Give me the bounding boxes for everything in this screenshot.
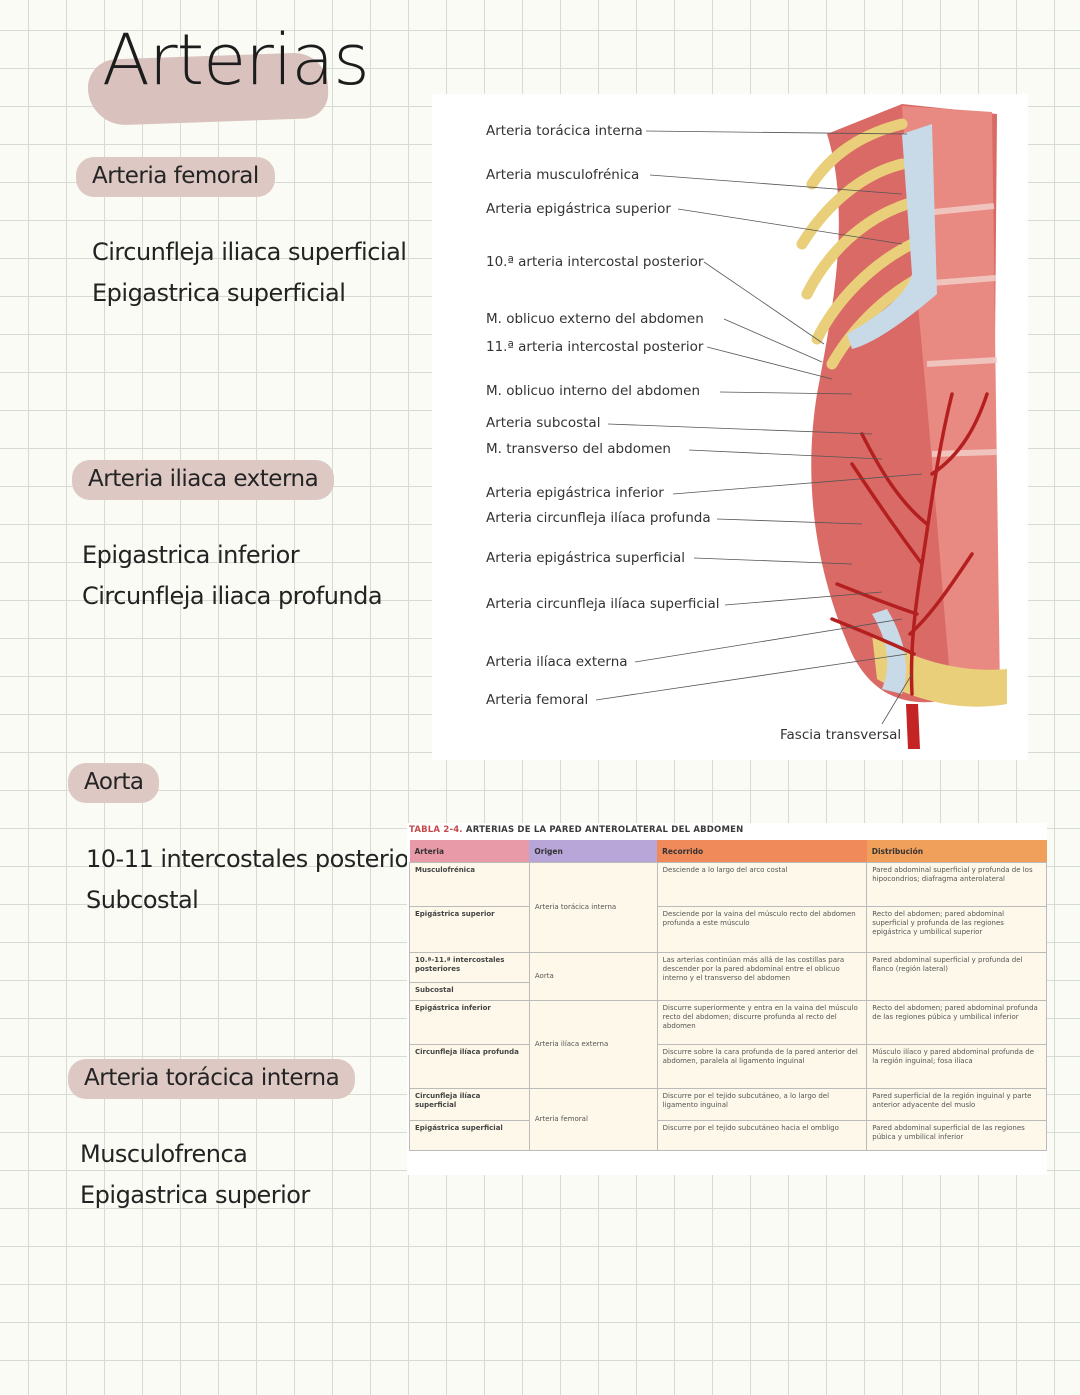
table-row: Circunfleja ilíaca profunda Discurre sob… — [409, 1044, 1047, 1089]
figure-label: Arteria torácica interna — [486, 123, 643, 139]
section-items-toracica-interna: Musculofrenca Epigastrica superior — [80, 1134, 310, 1216]
table-header-row: Arteria Origen Recorrido Distribución — [409, 840, 1047, 863]
table-row: 10.ª-11.ª intercostales posteriores Aort… — [409, 952, 1047, 1001]
figure-label: Arteria femoral — [486, 692, 589, 708]
table-cell: Pared abdominal superficial de las regio… — [866, 1120, 1047, 1151]
section-heading-toracica-interna: Arteria torácica interna — [68, 1059, 356, 1099]
table-number: TABLA 2-4. — [409, 825, 463, 835]
note-line: 10-11 intercostales posteriores — [86, 845, 444, 873]
table-row: Musculofrénica Arteria torácica interna … — [409, 862, 1047, 953]
table-row: Subcostal — [409, 982, 1047, 1001]
table-header: Distribución — [866, 840, 1047, 863]
table-row: Epigástrica inferior Arteria ilíaca exte… — [409, 1000, 1047, 1089]
table-title-text: ARTERIAS DE LA PARED ANTEROLATERAL DEL A… — [465, 825, 744, 835]
table-cell: Pared superficial de la región inguinal … — [866, 1088, 1047, 1121]
figure-label: Arteria epigástrica superior — [486, 201, 671, 217]
table-cell: Desciende por la vaina del músculo recto… — [656, 906, 868, 953]
table-row: Epigástrica superficial Discurre por el … — [409, 1120, 1047, 1151]
section-items-aorta: 10-11 intercostales posteriores Subcosta… — [86, 839, 444, 921]
note-line: Epigastrica inferior — [82, 541, 300, 569]
table-cell: Pared abdominal superficial y profunda d… — [866, 862, 1047, 907]
table-cell: Epigástrica superior — [409, 906, 530, 953]
arteries-table-image: TABLA 2-4. ARTERIAS DE LA PARED ANTEROLA… — [407, 823, 1047, 1175]
figure-label: M. oblicuo interno del abdomen — [486, 383, 701, 399]
table-cell: Pared abdominal superficial y profunda d… — [866, 952, 1047, 1001]
arteries-table: Arteria Origen Recorrido Distribución Mu… — [409, 840, 1047, 1151]
table-cell: Circunfleja ilíaca superficial — [409, 1088, 530, 1121]
table-cell: Las arterias continúan más allá de las c… — [656, 952, 868, 1001]
note-line: Circunfleja iliaca profunda — [82, 582, 383, 610]
figure-label: Arteria circunfleja ilíaca profunda — [486, 510, 711, 526]
figure-label: 11.ª arteria intercostal posterior — [486, 339, 704, 355]
table-cell: Músculo ilíaco y pared abdominal profund… — [866, 1044, 1047, 1089]
section-heading-aorta: Aorta — [68, 763, 160, 803]
section-heading-iliaca-externa: Arteria iliaca externa — [72, 460, 335, 500]
figure-label: M. transverso del abdomen — [486, 441, 671, 457]
page-title: Arterias — [102, 19, 370, 101]
figure-label: Arteria musculofrénica — [486, 167, 640, 183]
table-cell: Recto del abdomen; pared abdominal profu… — [866, 1000, 1047, 1045]
table-header: Arteria — [409, 840, 530, 863]
table-cell: Discurre por el tejido subcutáneo, a lo … — [656, 1088, 868, 1121]
title-block: Arterias — [86, 18, 370, 127]
table-cell: Desciende a lo largo del arco costal — [656, 862, 868, 907]
table-cell: 10.ª-11.ª intercostales posteriores — [409, 952, 530, 983]
anatomy-figure: Arteria torácica interna Arteria musculo… — [432, 94, 1028, 760]
figure-label: Arteria ilíaca externa — [486, 654, 628, 670]
table-header: Origen — [529, 840, 658, 863]
table-cell: Discurre superiormente y entra en la vai… — [656, 1000, 868, 1045]
figure-label: Arteria subcostal — [486, 415, 601, 431]
table-cell: Arteria femoral — [528, 1088, 658, 1151]
table-cell: Discurre por el tejido subcutáneo hacia … — [656, 1120, 868, 1151]
section-heading-femoral: Arteria femoral — [76, 157, 275, 197]
table-cell: Circunfleja ilíaca profunda — [409, 1044, 530, 1089]
table-row: Circunfleja ilíaca superficial Arteria f… — [409, 1088, 1047, 1151]
table-cell: Discurre sobre la cara profunda de la pa… — [656, 1044, 868, 1089]
table-cell: Musculofrénica — [409, 862, 530, 907]
figure-caption: Fascia transversal — [780, 727, 902, 743]
figure-label: Arteria epigástrica superficial — [486, 550, 686, 566]
figure-label: M. oblicuo externo del abdomen — [486, 311, 704, 327]
table-cell: Recto del abdomen; pared abdominal super… — [866, 906, 1047, 953]
note-line: Subcostal — [86, 886, 199, 914]
table-title: TABLA 2-4. ARTERIAS DE LA PARED ANTEROLA… — [409, 825, 743, 835]
figure-label: Arteria circunfleja ilíaca superficial — [486, 596, 720, 612]
table-cell: Arteria torácica interna — [528, 862, 658, 953]
table-header: Recorrido — [657, 840, 867, 863]
figure-label: 10.ª arteria intercostal posterior — [486, 254, 704, 270]
abdominal-wall-illustration — [595, 104, 1007, 749]
table-row: Epigástrica superior Desciende por la va… — [409, 906, 1047, 953]
figure-label: Arteria epigástrica inferior — [486, 485, 664, 501]
note-line: Epigastrica superior — [80, 1181, 310, 1209]
table-cell: Arteria ilíaca externa — [528, 1000, 658, 1089]
note-line: Epigastrica superficial — [92, 279, 346, 307]
note-line: Circunfleja iliaca superficial — [92, 238, 407, 266]
section-items-femoral: Circunfleja iliaca superficial Epigastri… — [92, 232, 407, 314]
table-cell: Epigástrica superficial — [409, 1120, 530, 1151]
section-items-iliaca-externa: Epigastrica inferior Circunfleja iliaca … — [82, 535, 383, 617]
table-cell: Aorta — [528, 952, 658, 1001]
note-line: Musculofrenca — [80, 1140, 248, 1168]
table-cell: Subcostal — [409, 982, 530, 1001]
table-cell: Epigástrica inferior — [409, 1000, 530, 1045]
